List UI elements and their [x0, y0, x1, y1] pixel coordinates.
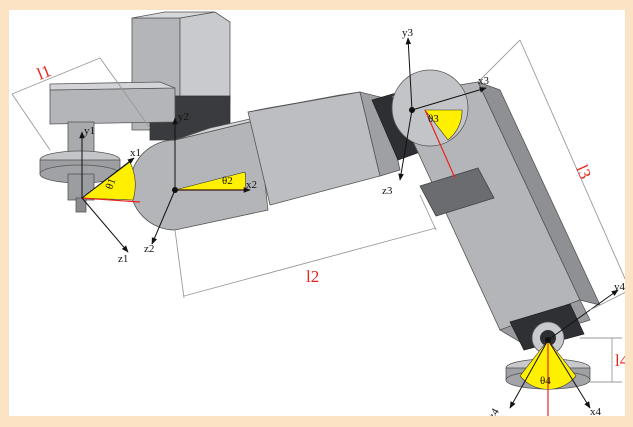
- diagram-frame: l1 l2 l3 l4 θ1 θ2 θ3 θ4 x1 y1 z1 x2 y2 z…: [9, 10, 625, 416]
- link-2: [129, 91, 421, 231]
- joint-centers: [172, 107, 551, 343]
- label-theta2: θ2: [222, 175, 233, 187]
- label-z4: z4: [486, 406, 502, 416]
- label-y2: y2: [178, 111, 189, 123]
- label-theta1: θ1: [104, 177, 119, 191]
- label-l2: l2: [306, 267, 319, 286]
- dimension-lines: [11, 39, 625, 383]
- label-z1: z1: [118, 253, 128, 265]
- label-l1: l1: [34, 61, 53, 84]
- angle-labels: θ1 θ2 θ3 θ4: [104, 113, 552, 387]
- label-theta3: θ3: [428, 113, 439, 125]
- label-z2: z2: [144, 243, 154, 255]
- axes-frame-1: [79, 131, 135, 253]
- robot-arm-diagram: l1 l2 l3 l4 θ1 θ2 θ3 θ4 x1 y1 z1 x2 y2 z…: [11, 11, 625, 416]
- link-1: [49, 81, 176, 153]
- label-y4: y4: [614, 281, 625, 293]
- link-3: [391, 69, 601, 343]
- label-l4: l4: [615, 351, 625, 370]
- theta3-wedge: [424, 109, 463, 141]
- label-l3: l3: [572, 162, 595, 182]
- axes-frame-3: [398, 37, 487, 181]
- axes-frame-2: [151, 117, 251, 245]
- axes-frame-4: [509, 289, 619, 409]
- label-x2: x2: [246, 179, 257, 191]
- label-x4: x4: [590, 406, 602, 416]
- label-x1: x1: [130, 147, 141, 159]
- label-y3: y3: [402, 27, 414, 39]
- label-theta4: θ4: [540, 375, 551, 387]
- axis-labels: x1 y1 z1 x2 y2 z2 x3 y3 z3 x4 y4 z4: [84, 27, 625, 416]
- label-x3: x3: [478, 75, 490, 87]
- label-z3: z3: [382, 185, 393, 197]
- label-y1: y1: [84, 125, 95, 137]
